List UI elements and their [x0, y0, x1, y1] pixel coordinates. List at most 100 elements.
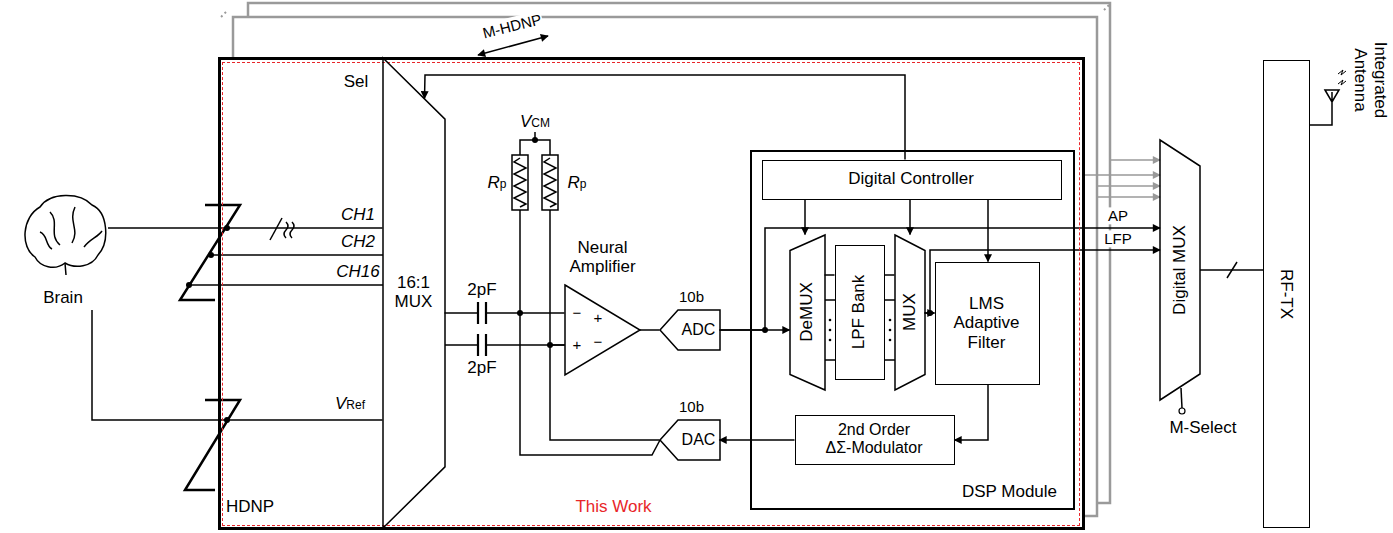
stack-dots [220, 4, 1110, 18]
connector [1085, 174, 1160, 176]
signal-label: AP [1107, 207, 1129, 224]
signal-label: − [572, 304, 583, 321]
node-text: 2nd Order ΔΣ-Modulator [804, 421, 944, 458]
digital-mux: Digital MUX [1160, 140, 1200, 400]
connector [720, 228, 1161, 330]
filter-box: LMS Adaptive Filter [935, 262, 1040, 385]
transmitter-box: RF-TX [1263, 60, 1310, 528]
junction-dot [186, 282, 192, 288]
dac-wire [520, 313, 660, 455]
signal-label: 2pF [466, 358, 497, 378]
stack-frame [233, 17, 1097, 516]
bank-wire [825, 299, 835, 301]
filter-bank: LPF Bank [835, 245, 885, 380]
connector [825, 274, 835, 276]
shape-outline [790, 235, 825, 390]
bus-line [1110, 159, 1160, 161]
work-region: This Work16:1 MUXNeural Amplifier10bADC1… [222, 62, 1080, 526]
junction-dot [927, 310, 933, 316]
bus-slash [1227, 262, 1237, 278]
select-wire [1181, 388, 1182, 408]
adc-block: 10bADC [660, 310, 720, 350]
connector [955, 385, 989, 441]
resistor-zigzag [514, 158, 526, 207]
brain-fold [40, 207, 102, 275]
junction-dot [517, 310, 523, 316]
amplifier-symbol: Neural Amplifier [565, 285, 640, 375]
vcm-wire [520, 132, 550, 155]
resistor-symbol [542, 155, 558, 210]
shape-outline [660, 310, 720, 350]
node-text: LMS Adaptive Filter [944, 293, 1029, 352]
node-text: HDNP [226, 497, 274, 517]
dac-block: 10bDAC [660, 420, 720, 460]
signal-label: Sel [343, 72, 370, 92]
signal-label: Rp [487, 173, 508, 193]
signal-label: LFP [1103, 230, 1133, 247]
connector [804, 200, 806, 235]
capacitor-gap [479, 302, 485, 324]
bus-slash [270, 218, 282, 240]
modulator-box: 2nd Order ΔΣ-Modulator [795, 415, 955, 465]
junction-dot [208, 252, 214, 258]
connector [885, 274, 895, 276]
shape-outline [660, 420, 720, 460]
bus-line [1097, 185, 1160, 187]
connector [909, 200, 911, 235]
select-terminal [1179, 408, 1185, 414]
signal-label: M-Select [1168, 418, 1237, 438]
dsp-box: DSP Module Digital ControllerDeMUX LPF Ban… [750, 150, 1075, 510]
resistor-symbol [512, 155, 528, 210]
signal-label: Rp [567, 173, 588, 193]
node-text: MUX [900, 293, 920, 331]
signal-label: − [593, 333, 604, 350]
bank-wire [885, 299, 895, 301]
node-text: DSP Module [962, 482, 1057, 502]
bias-wire [549, 210, 551, 345]
ellipsis-dot [889, 329, 892, 332]
ellipsis-dot [829, 339, 832, 342]
node-text: Digital MUX [1170, 225, 1190, 315]
controller-box: Digital Controller [762, 160, 1062, 200]
connector [108, 227, 383, 229]
connector [445, 312, 565, 314]
signal-label: CH2 [340, 232, 376, 252]
junction-dot [762, 327, 768, 333]
connector [550, 345, 660, 440]
shape-outline [383, 58, 445, 528]
signal-label: + [593, 309, 604, 326]
bank-wire [825, 359, 835, 361]
connector [720, 439, 795, 441]
signal-label: CH16 [335, 262, 380, 282]
ellipsis-dot [889, 319, 892, 322]
signal-label: 2pF [466, 280, 497, 300]
shape-outline [565, 285, 640, 375]
junction-dot [532, 137, 538, 143]
radio-waves [1338, 70, 1346, 85]
demux-block: DeMUX [790, 235, 825, 390]
electrode [185, 400, 240, 490]
ellipsis-dot [889, 339, 892, 342]
node-text: This Work [575, 497, 651, 517]
node-text: ADC [682, 320, 716, 338]
bus-line [1097, 196, 1160, 198]
node-text: 10b [679, 398, 704, 415]
analog-mux: 16:1 MUX [383, 58, 445, 528]
bank-wire [885, 359, 895, 361]
brain-icon: Brain [18, 185, 108, 310]
brain-drawing [25, 195, 106, 275]
node-text: 10b [679, 288, 704, 305]
signal-label: VCM [519, 112, 551, 132]
connector [987, 200, 989, 262]
capacitor-symbol [478, 302, 486, 324]
junction-dot [224, 417, 230, 423]
antenna-symbol [1310, 90, 1339, 125]
junction-dot [547, 342, 553, 348]
signal-label: + [572, 336, 583, 353]
capacitor-gap [479, 334, 485, 356]
connector [92, 310, 383, 420]
connector [925, 250, 1161, 313]
ellipsis-dot [829, 329, 832, 332]
node-text: Digital Controller [848, 169, 974, 189]
node-text: DAC [682, 430, 716, 448]
